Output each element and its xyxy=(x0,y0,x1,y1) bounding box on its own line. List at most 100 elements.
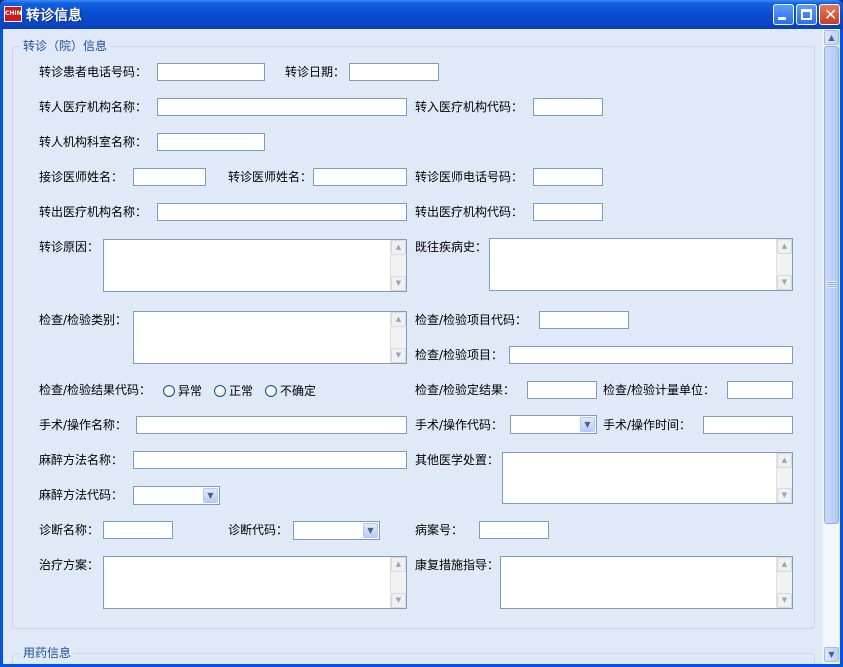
textarea-scrollbar[interactable]: ▲▼ xyxy=(390,557,406,608)
diagnosis-code-select[interactable]: ▼ xyxy=(293,521,380,540)
exam-quant-result-label: 检查/检验定结果： xyxy=(415,383,516,397)
close-button[interactable]: ✕ xyxy=(819,4,840,25)
scroll-down-arrow-icon[interactable]: ▼ xyxy=(777,275,792,290)
radio-circle-icon xyxy=(163,384,175,397)
referral-date-input[interactable] xyxy=(349,63,439,81)
rehab-guidance-textarea[interactable]: ▲▼ xyxy=(500,556,793,609)
minimize-icon xyxy=(778,17,786,20)
surgery-code-select[interactable]: ▼ xyxy=(510,415,597,434)
scroll-up-arrow-icon[interactable]: ▲ xyxy=(777,453,792,468)
referring-doctor-input[interactable] xyxy=(313,168,407,186)
medication-group-title: 用药信息 xyxy=(20,646,75,660)
textarea-scrollbar[interactable]: ▲▼ xyxy=(776,453,792,503)
radio-label: 不确定 xyxy=(280,384,317,398)
referring-doctor-phone-input[interactable] xyxy=(533,168,603,186)
grip-icon xyxy=(829,281,835,288)
exam-item-label: 检查/检验项目： xyxy=(415,348,504,362)
diagnosis-name-label: 诊断名称： xyxy=(39,523,100,537)
to-org-name-input[interactable] xyxy=(157,98,407,116)
maximize-icon xyxy=(801,9,812,20)
other-treatment-textarea[interactable]: ▲▼ xyxy=(502,452,793,504)
exam-quant-result-input[interactable] xyxy=(527,381,597,399)
past-history-label: 既往疾病史： xyxy=(415,240,488,254)
exam-item-code-label: 检查/检验项目代码： xyxy=(415,313,528,327)
referral-group-title: 转诊（院）信息 xyxy=(20,39,111,53)
form-client-area: 转诊（院）信息 转诊患者电话号码： 转诊日期： 转人医疗机构名称： 转入医疗机构… xyxy=(3,29,840,664)
patient-phone-label: 转诊患者电话号码： xyxy=(39,65,148,79)
referral-group xyxy=(12,46,815,629)
other-treatment-label: 其他医学处置： xyxy=(415,453,500,467)
referral-reason-textarea[interactable]: ▲▼ xyxy=(103,239,407,292)
radio-circle-icon xyxy=(265,384,277,397)
vertical-scrollbar[interactable]: ▲ ▼ xyxy=(822,29,839,664)
surgery-time-label: 手术/操作时间： xyxy=(603,418,692,432)
chevron-down-icon[interactable]: ▼ xyxy=(203,488,218,503)
treatment-plan-textarea[interactable]: ▲▼ xyxy=(103,556,407,609)
chevron-down-icon[interactable]: ▼ xyxy=(580,417,595,432)
scroll-down-arrow-icon[interactable]: ▼ xyxy=(391,593,406,608)
patient-phone-input[interactable] xyxy=(157,63,265,81)
scroll-up-icon[interactable]: ▲ xyxy=(824,30,839,45)
from-org-code-label: 转出医疗机构代码： xyxy=(415,205,524,219)
textarea-scrollbar[interactable]: ▲▼ xyxy=(390,240,406,291)
from-org-name-input[interactable] xyxy=(157,203,407,221)
textarea-scrollbar[interactable]: ▲▼ xyxy=(390,312,406,363)
scroll-down-arrow-icon[interactable]: ▼ xyxy=(391,348,406,363)
scroll-down-icon[interactable]: ▼ xyxy=(824,647,839,662)
case-number-input[interactable] xyxy=(479,521,549,539)
scrollbar-thumb[interactable] xyxy=(824,46,839,524)
radio-label: 异常 xyxy=(178,384,203,398)
anesthesia-code-label: 麻醉方法代码： xyxy=(39,488,124,502)
result-normal-radio[interactable]: 正常 xyxy=(214,382,253,399)
referring-doctor-phone-label: 转诊医师电话号码： xyxy=(415,170,524,184)
to-dept-name-input[interactable] xyxy=(157,133,265,151)
receiving-doctor-label: 接诊医师姓名： xyxy=(39,170,124,184)
to-org-code-label: 转入医疗机构代码： xyxy=(415,100,524,114)
anesthesia-name-input[interactable] xyxy=(133,451,407,469)
exam-result-code-label: 检查/检验结果代码： xyxy=(39,383,152,397)
result-uncertain-radio[interactable]: 不确定 xyxy=(265,382,316,399)
diagnosis-code-label: 诊断代码： xyxy=(228,523,289,537)
surgery-name-input[interactable] xyxy=(136,416,407,434)
result-abnormal-radio[interactable]: 异常 xyxy=(163,382,202,399)
scroll-down-arrow-icon[interactable]: ▼ xyxy=(777,488,792,503)
title-bar[interactable]: CHIN 转诊信息 ✕ xyxy=(0,0,843,29)
exam-item-input[interactable] xyxy=(509,346,793,364)
past-history-textarea[interactable]: ▲▼ xyxy=(489,238,793,291)
scroll-up-arrow-icon[interactable]: ▲ xyxy=(391,312,406,327)
from-org-code-input[interactable] xyxy=(533,203,603,221)
to-org-code-input[interactable] xyxy=(533,98,603,116)
receiving-doctor-input[interactable] xyxy=(133,168,206,186)
to-dept-name-label: 转人机构科室名称： xyxy=(39,135,148,149)
scroll-up-arrow-icon[interactable]: ▲ xyxy=(777,239,792,254)
textarea-scrollbar[interactable]: ▲▼ xyxy=(776,557,792,608)
scroll-down-arrow-icon[interactable]: ▼ xyxy=(391,276,406,291)
anesthesia-name-label: 麻醉方法名称： xyxy=(39,453,124,467)
exam-unit-label: 检查/检验计量单位： xyxy=(603,383,716,397)
to-org-name-label: 转人医疗机构名称： xyxy=(39,100,148,114)
minimize-button[interactable] xyxy=(773,4,794,25)
referral-reason-label: 转诊原因： xyxy=(39,240,100,254)
scroll-down-arrow-icon[interactable]: ▼ xyxy=(777,593,792,608)
exam-category-label: 检查/检验类别： xyxy=(39,313,128,327)
scroll-up-arrow-icon[interactable]: ▲ xyxy=(391,240,406,255)
exam-unit-input[interactable] xyxy=(727,381,793,399)
referring-doctor-label: 转诊医师姓名： xyxy=(228,170,313,184)
radio-circle-icon xyxy=(214,384,226,397)
textarea-scrollbar[interactable]: ▲▼ xyxy=(776,239,792,290)
radio-label: 正常 xyxy=(229,384,254,398)
exam-item-code-input[interactable] xyxy=(539,311,629,329)
from-org-name-label: 转出医疗机构名称： xyxy=(39,205,148,219)
surgery-time-input[interactable] xyxy=(703,416,793,434)
chevron-down-icon[interactable]: ▼ xyxy=(363,523,378,538)
exam-category-textarea[interactable]: ▲▼ xyxy=(133,311,407,364)
scroll-up-arrow-icon[interactable]: ▲ xyxy=(391,557,406,572)
window-title: 转诊信息 xyxy=(26,8,82,24)
scroll-up-arrow-icon[interactable]: ▲ xyxy=(777,557,792,572)
maximize-button[interactable] xyxy=(796,4,817,25)
close-icon: ✕ xyxy=(824,5,838,24)
diagnosis-name-input[interactable] xyxy=(103,521,173,539)
surgery-code-label: 手术/操作代码： xyxy=(415,418,504,432)
referral-date-label: 转诊日期： xyxy=(285,65,346,79)
anesthesia-code-select[interactable]: ▼ xyxy=(133,486,220,505)
